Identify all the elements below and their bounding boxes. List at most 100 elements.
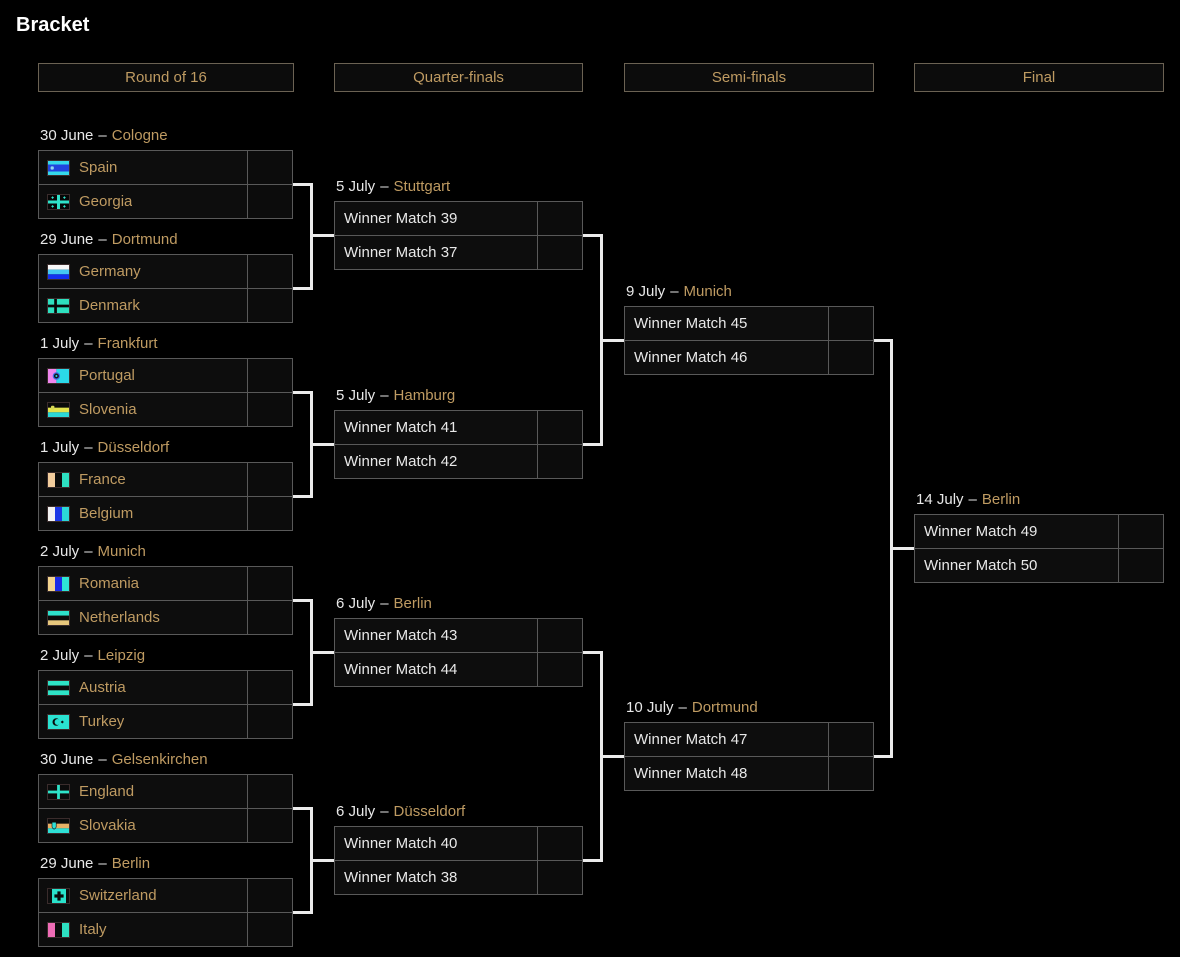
date-city-separator: – — [678, 699, 687, 716]
team-row-slovenia: Slovenia — [38, 392, 293, 427]
italy-flag-icon — [47, 921, 70, 938]
connector-line — [313, 859, 334, 862]
date-city-separator: – — [98, 231, 107, 248]
team-button-germany[interactable]: Germany — [38, 254, 248, 289]
placeholder-row-winner-match-40: Winner Match 40 — [334, 826, 583, 861]
team-name-label: Portugal — [79, 367, 135, 384]
team-name-label: Turkey — [79, 713, 125, 730]
connector-line — [293, 287, 313, 290]
score-box — [537, 235, 583, 270]
match-city: Hamburg — [393, 387, 456, 404]
placeholder-row-winner-match-39: Winner Match 39 — [334, 201, 583, 236]
team-button-denmark[interactable]: Denmark — [38, 288, 248, 323]
connector-line — [293, 183, 313, 186]
team-row-denmark: Denmark — [38, 288, 293, 323]
team-button-portugal[interactable]: Portugal — [38, 358, 248, 393]
team-button-slovakia[interactable]: Slovakia — [38, 808, 248, 843]
page-title: Bracket — [16, 14, 90, 36]
score-box — [828, 756, 874, 791]
denmark-flag-icon — [47, 297, 70, 314]
team-name-label: England — [79, 783, 135, 800]
match-date: 5 July–Hamburg — [336, 387, 455, 406]
score-box — [537, 652, 583, 687]
team-button-belgium[interactable]: Belgium — [38, 496, 248, 531]
match-date-text: 9 July — [626, 283, 666, 300]
team-row-spain: Spain — [38, 150, 293, 185]
team-name-label: Georgia — [79, 193, 133, 210]
match-city: Leipzig — [97, 647, 146, 664]
team-button-netherlands[interactable]: Netherlands — [38, 600, 248, 635]
placeholder-row-winner-match-45: Winner Match 45 — [624, 306, 874, 341]
match-date-text: 6 July — [336, 595, 376, 612]
connector-line — [600, 234, 603, 446]
round-header-round-of-16: Round of 16 — [38, 63, 294, 92]
team-button-italy[interactable]: Italy — [38, 912, 248, 947]
team-name-label: Winner Match 38 — [344, 869, 458, 886]
placeholder-box: Winner Match 50 — [914, 548, 1119, 583]
placeholder-box: Winner Match 44 — [334, 652, 538, 687]
connector-line — [603, 339, 624, 342]
match-date: 10 July–Dortmund — [626, 699, 758, 718]
placeholder-row-winner-match-38: Winner Match 38 — [334, 860, 583, 895]
date-city-separator: – — [380, 387, 389, 404]
match-date-text: 30 June — [40, 751, 94, 768]
team-button-slovenia[interactable]: Slovenia — [38, 392, 248, 427]
team-name-label: Slovenia — [79, 401, 137, 418]
score-box — [537, 444, 583, 479]
team-row-austria: Austria — [38, 670, 293, 705]
team-button-france[interactable]: France — [38, 462, 248, 497]
connector-line — [603, 755, 624, 758]
connector-line — [313, 443, 334, 446]
team-name-label: Italy — [79, 921, 107, 938]
austria-flag-icon — [47, 679, 70, 696]
connector-line — [293, 599, 313, 602]
team-row-romania: Romania — [38, 566, 293, 601]
score-box — [828, 306, 874, 341]
match-date: 14 July–Berlin — [916, 491, 1020, 510]
team-name-label: Winner Match 40 — [344, 835, 458, 852]
connector-line — [893, 547, 914, 550]
team-button-romania[interactable]: Romania — [38, 566, 248, 601]
team-name-label: Winner Match 39 — [344, 210, 458, 227]
date-city-separator: – — [98, 127, 107, 144]
date-city-separator: – — [84, 335, 93, 352]
team-button-england[interactable]: England — [38, 774, 248, 809]
team-button-georgia[interactable]: Georgia — [38, 184, 248, 219]
germany-flag-icon — [47, 263, 70, 280]
match-date-text: 5 July — [336, 178, 376, 195]
score-box — [247, 912, 293, 947]
score-box — [247, 774, 293, 809]
match-date-text: 30 June — [40, 127, 94, 144]
placeholder-box: Winner Match 38 — [334, 860, 538, 895]
match-city: Gelsenkirchen — [111, 751, 208, 768]
placeholder-box: Winner Match 41 — [334, 410, 538, 445]
placeholder-row-winner-match-48: Winner Match 48 — [624, 756, 874, 791]
connector-line — [583, 651, 603, 654]
placeholder-box: Winner Match 46 — [624, 340, 829, 375]
match-date-text: 14 July — [916, 491, 964, 508]
match-city: Berlin — [393, 595, 432, 612]
switzerland-flag-icon — [47, 887, 70, 904]
score-box — [247, 462, 293, 497]
score-box — [247, 496, 293, 531]
connector-line — [293, 703, 313, 706]
match-city: Munich — [683, 283, 732, 300]
match-date: 6 July–Berlin — [336, 595, 432, 614]
date-city-separator: – — [84, 543, 93, 560]
placeholder-row-winner-match-49: Winner Match 49 — [914, 514, 1164, 549]
match-date-text: 10 July — [626, 699, 674, 716]
connector-line — [600, 651, 603, 862]
round-header-final: Final — [914, 63, 1164, 92]
match-date-text: 1 July — [40, 335, 80, 352]
match-date: 1 July–Düsseldorf — [40, 439, 169, 458]
team-button-turkey[interactable]: Turkey — [38, 704, 248, 739]
team-button-switzerland[interactable]: Switzerland — [38, 878, 248, 913]
score-box — [1118, 548, 1164, 583]
date-city-separator: – — [380, 803, 389, 820]
team-button-austria[interactable]: Austria — [38, 670, 248, 705]
score-box — [247, 358, 293, 393]
team-button-spain[interactable]: Spain — [38, 150, 248, 185]
date-city-separator: – — [380, 178, 389, 195]
score-box — [247, 184, 293, 219]
placeholder-box: Winner Match 45 — [624, 306, 829, 341]
